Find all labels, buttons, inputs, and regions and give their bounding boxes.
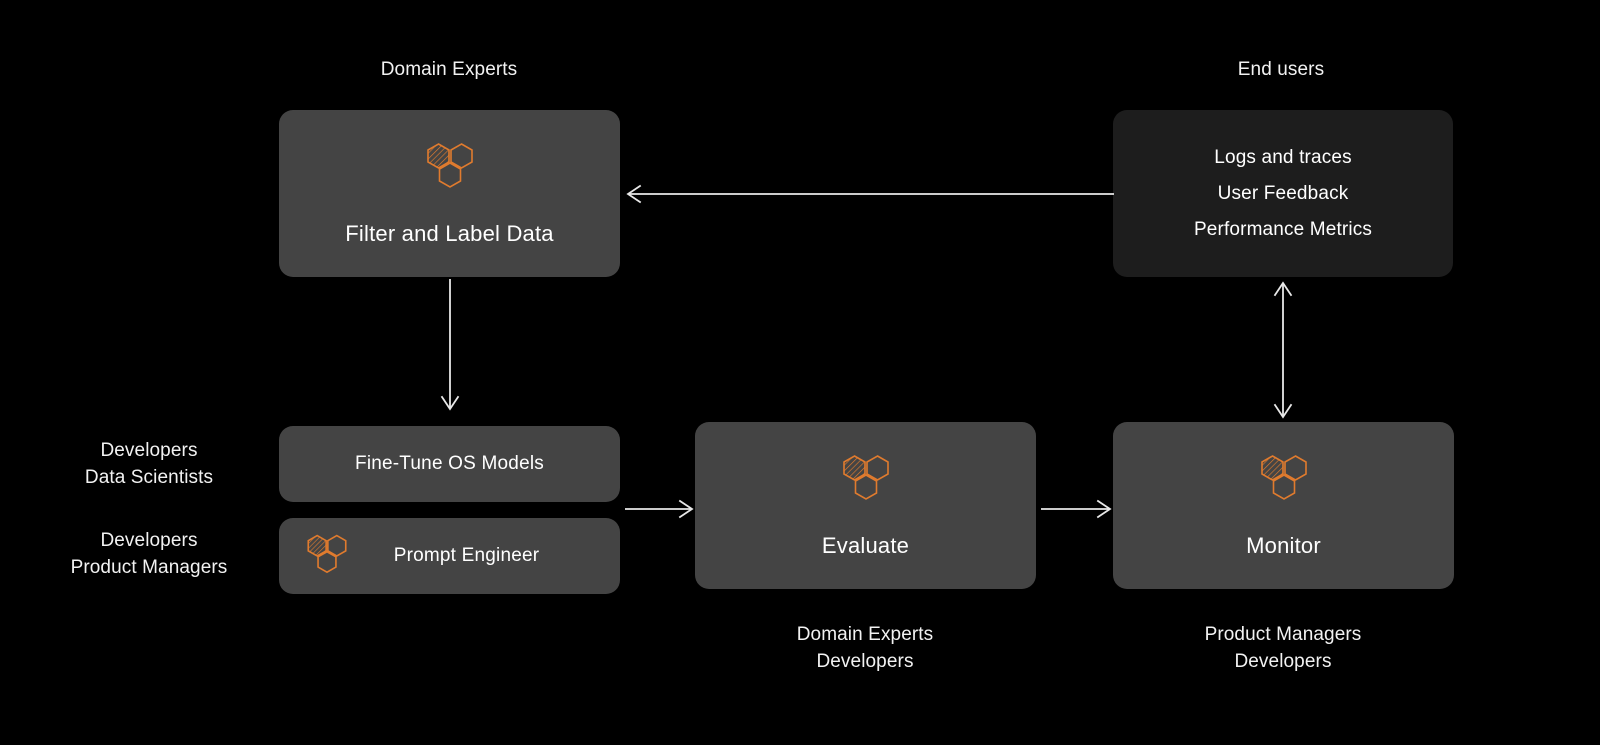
label-domain-experts-developers: Domain Experts Developers xyxy=(796,624,934,672)
card-fine-tune-os-models[interactable]: Fine-Tune OS Models xyxy=(279,426,620,502)
label-product-managers-developers: Product Managers Developers xyxy=(1204,624,1362,672)
arrow-filter-to-fine-tune xyxy=(440,279,460,411)
honeycomb-icon xyxy=(1257,453,1311,507)
card-evaluate[interactable]: Evaluate xyxy=(695,422,1036,589)
arrow-models-to-evaluate xyxy=(625,499,694,519)
card-title: Monitor xyxy=(1246,532,1321,558)
arrow-end-users-to-filter xyxy=(626,184,1114,204)
label-developers-product-managers: Developers Product Managers xyxy=(70,530,228,578)
arrow-evaluate-to-monitor xyxy=(1041,499,1112,519)
card-title: Evaluate xyxy=(821,532,910,558)
card-title: Prompt Engineer xyxy=(393,545,540,566)
arrow-monitor-to-end-users xyxy=(1273,281,1293,419)
end-users-line-logs-and-traces: Logs and traces xyxy=(1214,146,1352,168)
end-users-line-user-feedback: User Feedback xyxy=(1217,182,1349,204)
card-filter-and-label-data[interactable]: Filter and Label Data xyxy=(279,110,620,277)
honeycomb-icon xyxy=(423,141,477,195)
card-end-users-signals[interactable]: Logs and traces User Feedback Performanc… xyxy=(1113,110,1453,277)
card-title: Fine-Tune OS Models xyxy=(355,453,544,474)
label-end-users-top: End users xyxy=(1237,59,1325,80)
label-domain-experts-top: Domain Experts xyxy=(380,59,518,80)
honeycomb-icon xyxy=(839,453,893,507)
card-monitor[interactable]: Monitor xyxy=(1113,422,1454,589)
card-title: Filter and Label Data xyxy=(345,220,554,246)
end-users-line-performance-metrics: Performance Metrics xyxy=(1193,218,1373,240)
honeycomb-icon xyxy=(304,533,350,579)
card-prompt-engineer[interactable]: Prompt Engineer xyxy=(279,518,620,594)
label-developers-data-scientists: Developers Data Scientists xyxy=(84,440,214,488)
